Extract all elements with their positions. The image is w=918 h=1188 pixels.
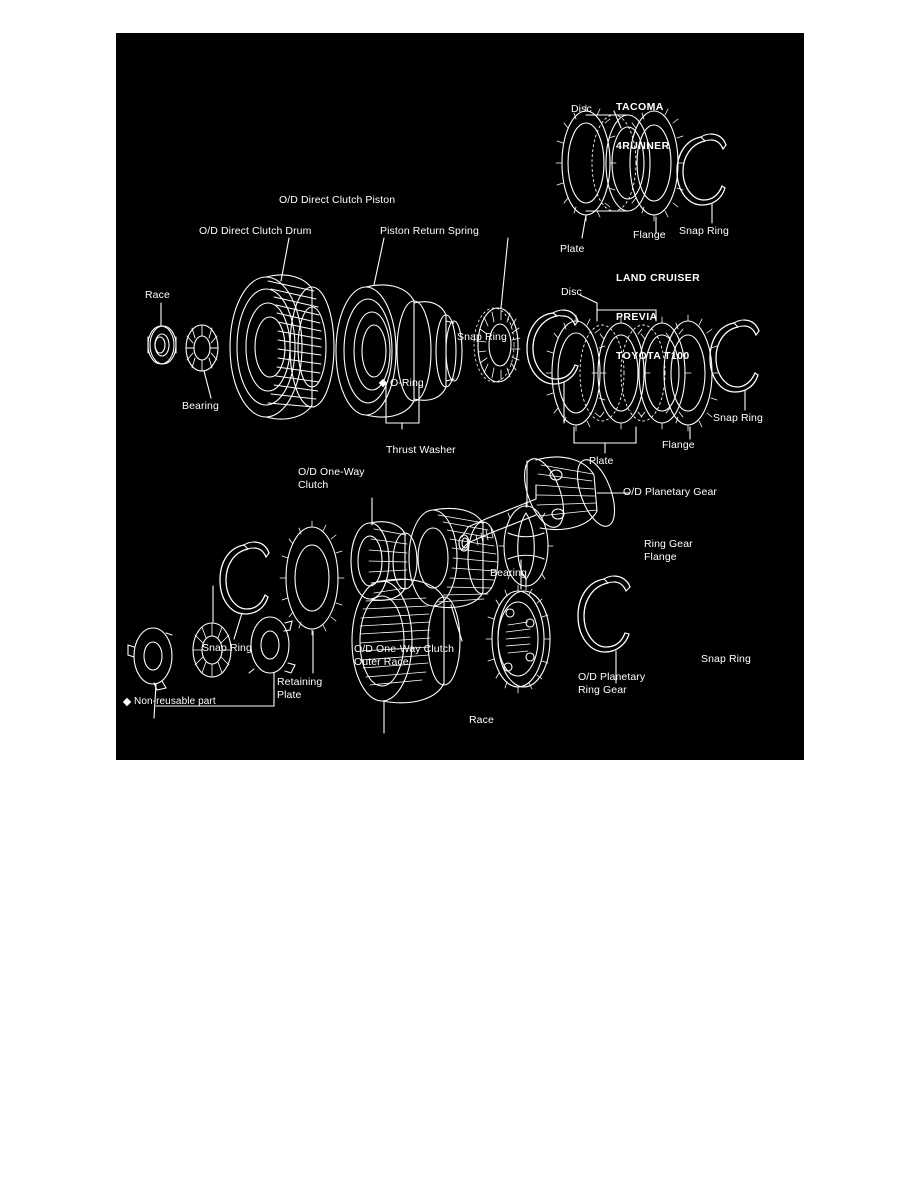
leader-disc-lc-bracket: [596, 309, 657, 322]
part-snap-ring-oneway: [219, 541, 270, 615]
part-retaining-plate: [279, 520, 345, 636]
leader-bearing-upper: [203, 370, 212, 399]
label-o-ring: O-Ring: [378, 377, 424, 390]
label-snap-ring-oneway: Snap Ring: [202, 642, 252, 654]
group-header-tacoma-line-0: TACOMA: [616, 101, 664, 113]
exploded-view-figure: TACOMA 4RUNNER LAND CRUISER PREVIA TOYOT…: [116, 33, 804, 760]
label-race-upper: Race: [145, 289, 170, 301]
non-reusable-diamond-icon: [378, 379, 388, 388]
part-piston-return-spring: [473, 307, 521, 383]
label-od-direct-clutch-piston: O/D Direct Clutch Piston: [279, 194, 396, 206]
part-race-lower-right: [248, 616, 296, 674]
legend-non-reusable-text: Non-reusable part: [134, 696, 216, 707]
group-od-one-way-clutch: [219, 460, 554, 674]
group-od-planetary: [127, 456, 631, 734]
figure-linework: [116, 33, 804, 760]
group-header-landcruiser-line-0: LAND CRUISER: [616, 272, 701, 284]
leader-o-ring: [385, 382, 420, 430]
leader-plate-tacoma: [581, 214, 587, 239]
part-od-planetary-ring-gear: [351, 578, 461, 704]
part-od-direct-clutch-piston: [335, 284, 463, 418]
label-od-direct-clutch-drum: O/D Direct Clutch Drum: [199, 225, 312, 237]
leader-od-direct-clutch-piston: [373, 237, 385, 286]
part-od-direct-clutch-drum: [229, 274, 335, 420]
part-bearing-lower: [192, 622, 232, 678]
leader-disc-tacoma: [613, 110, 622, 129]
part-flange-tacoma: [629, 104, 685, 222]
part-plate-lc-3: [638, 316, 692, 430]
group-header-tacoma-line-1: 4RUNNER: [616, 140, 670, 152]
label-plate-tacoma: Plate: [560, 243, 585, 255]
part-ring-gear-flange: [485, 584, 551, 694]
leader-od-direct-clutch-drum: [280, 237, 290, 282]
label-snap-ring-tacoma: Snap Ring: [679, 225, 729, 237]
group-header-landcruiser: LAND CRUISER PREVIA TOYOTA T100: [616, 246, 700, 389]
label-flange-lc: Flange: [662, 439, 695, 451]
part-snap-ring-ringgear: [577, 575, 631, 653]
label-bearing-upper: Bearing: [182, 400, 219, 412]
label-plate-lc: Plate: [589, 455, 614, 467]
leader-piston-return-spring: [500, 237, 509, 309]
label-race-lower: Race: [469, 714, 494, 726]
label-snap-ring-clutch: Snap Ring: [457, 331, 507, 343]
group-od-direct-clutch: [147, 237, 579, 430]
label-disc-tacoma: Disc: [571, 103, 592, 115]
legend-diamond-icon: [122, 698, 132, 707]
legend-non-reusable: Non-reusable part: [122, 696, 216, 709]
leader-disc-lc: [579, 294, 598, 311]
part-flange-lc: [663, 314, 719, 432]
part-bearing-upper: [185, 324, 219, 372]
label-bearing-lower: Bearing: [490, 567, 527, 579]
label-snap-ring-ringgear: Snap Ring: [701, 653, 751, 665]
group-header-landcruiser-line-2: TOYOTA T100: [616, 350, 690, 362]
part-snap-ring-lc: [709, 319, 760, 393]
label-od-one-way-clutch-outer-race: O/D One-Way Clutch Outer Race: [354, 643, 455, 668]
leader-race-lower-left: [153, 683, 157, 719]
group-header-landcruiser-line-1: PREVIA: [616, 311, 658, 323]
label-ring-gear-flange: Ring Gear Flange: [644, 538, 693, 563]
label-thrust-washer: Thrust Washer: [386, 444, 456, 456]
part-disc-lc-2: [620, 324, 666, 422]
part-od-one-way-clutch-outer-race: [408, 507, 499, 609]
group-header-tacoma: TACOMA 4RUNNER: [616, 75, 670, 179]
part-od-planetary-gear: [458, 456, 631, 552]
label-o-ring-text: O-Ring: [390, 377, 424, 389]
label-od-planetary-ring-gear: O/D Planetary Ring Gear: [578, 671, 646, 696]
label-piston-return-spring: Piston Return Spring: [380, 225, 479, 237]
label-od-planetary-gear: O/D Planetary Gear: [623, 486, 718, 498]
part-disc-tacoma: [585, 114, 651, 212]
leader-snap-ring-oneway: [233, 612, 243, 640]
part-snap-ring-clutch: [526, 309, 579, 385]
label-flange-tacoma: Flange: [633, 229, 666, 241]
part-race-upper: [147, 325, 177, 365]
group-landcruiser-discpack: [545, 294, 760, 454]
label-disc-lc: Disc: [561, 286, 582, 298]
leader-race-lower-right: [155, 672, 275, 707]
part-disc-lc-1: [579, 324, 625, 422]
label-snap-ring-lc: Snap Ring: [713, 412, 763, 424]
label-retaining-plate: Retaining Plate: [277, 676, 323, 701]
part-race-lower-left: [127, 627, 173, 691]
part-snap-ring-tacoma: [676, 133, 727, 206]
label-od-one-way-clutch: O/D One-Way Clutch: [298, 466, 365, 491]
part-thrust-washer: [498, 501, 554, 591]
group-tacoma-discpack: [555, 104, 727, 239]
